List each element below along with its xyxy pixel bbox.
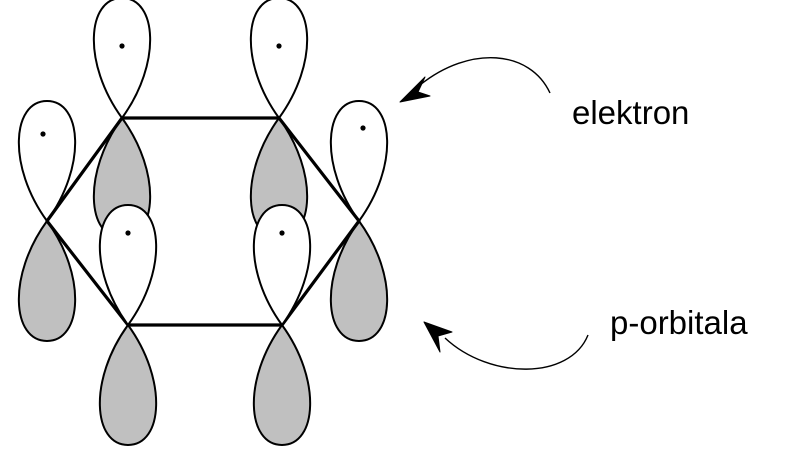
electron-pointer-arrow — [399, 57, 551, 103]
p-orbital-lower-lobe — [252, 324, 312, 446]
p-orbital-upper-lobe — [252, 204, 312, 326]
p-orbital-upper-lobe — [98, 204, 158, 326]
electron-dot — [125, 230, 131, 236]
benzene-ring — [45, 116, 361, 327]
p-orbital-upper-lobe — [92, 0, 152, 119]
electron-label: elektron — [572, 94, 690, 131]
p-orbital-c6 — [17, 100, 77, 342]
electron-dot — [40, 131, 46, 137]
p-orbital-upper-lobe — [17, 100, 77, 222]
electron-dot — [360, 125, 366, 131]
p-orbital-lower-lobe — [329, 220, 389, 342]
electron-dot — [279, 230, 285, 236]
p-orbital-c3 — [329, 100, 389, 342]
p-orbital-lower-lobe — [17, 220, 77, 342]
electron-dot — [276, 43, 282, 49]
p-orbital-upper-lobe — [249, 0, 309, 119]
p-orbital-upper-lobe — [329, 100, 389, 222]
p-orbital-label: p-orbitala — [610, 304, 748, 341]
p-orbital-c1 — [92, 0, 152, 239]
p-orbital-c5 — [98, 204, 158, 446]
p-orbital-c4 — [252, 204, 312, 446]
p-orbital-lower-lobe — [98, 324, 158, 446]
p-orbital-c2 — [249, 0, 309, 239]
electron-dot — [119, 43, 125, 49]
orbital-pointer-arrow — [423, 321, 589, 370]
